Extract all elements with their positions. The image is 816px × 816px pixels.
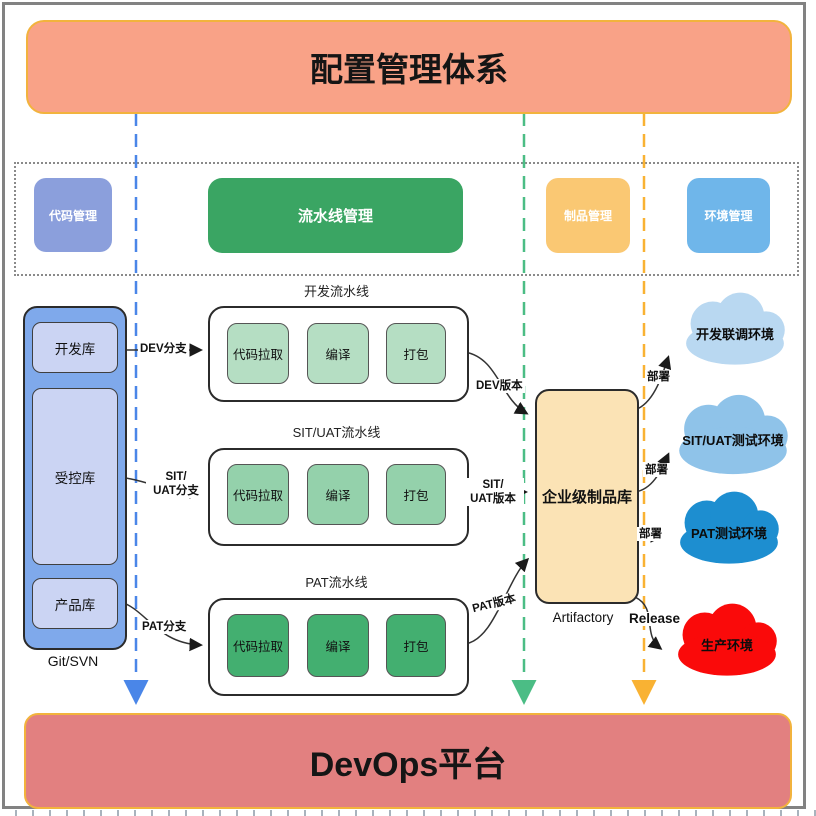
- band-item-label: 环境管理: [704, 209, 753, 223]
- pipeline-2-title: SIT/UAT流水线: [292, 425, 381, 440]
- step-label: 打包: [403, 640, 429, 654]
- label-dev-branch: DEV分支: [138, 342, 189, 356]
- repo-label: 受控库: [54, 470, 96, 486]
- pipeline-3-step-checkout: 代码拉取: [227, 614, 289, 677]
- env-cloud-situat: SIT/UAT测试环境: [663, 392, 803, 480]
- repo-label: 开发库: [54, 341, 96, 357]
- env-label: 生产环境: [700, 637, 753, 653]
- cloud-icon: [680, 491, 779, 564]
- band-item-code-mgmt: 代码管理: [34, 178, 112, 252]
- env-label: PAT测试环境: [690, 525, 768, 541]
- artifact-repo-caption: Artifactory: [552, 610, 614, 625]
- repo-group-caption: Git/SVN: [47, 653, 99, 669]
- label-deploy-pat: 部署: [637, 527, 664, 541]
- pipeline-1-step-checkout: 代码拉取: [227, 323, 289, 384]
- arrow-deploy-dev: [634, 355, 672, 411]
- pipeline-3-title: PAT流水线: [305, 575, 368, 590]
- pipeline-2-step-compile: 编译: [307, 464, 369, 525]
- cloud-icon: [679, 394, 788, 475]
- env-label: SIT/UAT测试环境: [682, 432, 784, 448]
- env-cloud-pat: PAT测试环境: [655, 489, 803, 569]
- step-label: 打包: [403, 348, 429, 362]
- top-banner-title: 配置管理体系: [310, 51, 508, 88]
- label-pat-branch: PAT分支: [140, 620, 189, 634]
- pipeline-1-title: 开发流水线: [303, 284, 369, 299]
- label-line: UAT分支: [153, 485, 199, 497]
- label-dev-version: DEV版本: [474, 379, 525, 393]
- step-label: 代码拉取: [232, 489, 283, 503]
- cloud-icon: [686, 292, 785, 365]
- env-label: 开发联调环境: [695, 326, 774, 342]
- band-item-env-mgmt: 环境管理: [687, 178, 770, 253]
- label-situat-version: SIT/ UAT版本: [462, 478, 524, 506]
- cloud-icon: [678, 603, 777, 676]
- env-cloud-production: 生产环境: [655, 601, 799, 681]
- env-cloud-dev: 开发联调环境: [670, 290, 800, 370]
- label-deploy-situat: 部署: [643, 463, 670, 477]
- step-label: 编译: [325, 348, 351, 362]
- repo-dev: 开发库: [32, 322, 118, 373]
- pipeline-3-step-package: 打包: [386, 614, 446, 677]
- repo-product: 产品库: [32, 578, 118, 629]
- pipeline-1-step-package: 打包: [386, 323, 446, 384]
- repo-label: 产品库: [54, 597, 96, 613]
- step-label: 代码拉取: [232, 640, 283, 654]
- step-label: 编译: [325, 640, 351, 654]
- label-line: SIT/: [482, 479, 504, 491]
- step-label: 编译: [325, 489, 351, 503]
- management-band: [14, 162, 799, 276]
- label-situat-branch: SIT/ UAT分支: [146, 470, 206, 498]
- band-item-pipeline-mgmt: 流水线管理: [208, 178, 463, 253]
- pipeline-2-step-package: 打包: [386, 464, 446, 525]
- band-item-label: 代码管理: [48, 208, 97, 223]
- page-edge-ticks: [0, 810, 816, 816]
- repo-controlled: 受控库: [32, 388, 118, 565]
- pipeline-2-step-checkout: 代码拉取: [227, 464, 289, 525]
- bottom-banner: DevOps平台: [24, 713, 792, 809]
- top-banner: 配置管理体系: [26, 20, 792, 114]
- label-line: UAT版本: [470, 493, 516, 505]
- artifact-repo-box: 企业级制品库: [535, 389, 639, 604]
- pipeline-1-step-compile: 编译: [307, 323, 369, 384]
- label-line: SIT/: [165, 471, 187, 483]
- band-item-artifact-mgmt: 制品管理: [546, 178, 630, 253]
- pipeline-3-step-compile: 编译: [307, 614, 369, 677]
- band-item-label: 制品管理: [563, 209, 612, 223]
- step-label: 打包: [403, 489, 429, 503]
- step-label: 代码拉取: [232, 348, 283, 362]
- arrow-deploy-situat: [634, 452, 670, 493]
- artifact-repo-label: 企业级制品库: [541, 489, 632, 506]
- label-deploy-dev: 部署: [645, 370, 672, 384]
- band-item-label: 流水线管理: [297, 208, 373, 225]
- label-release: Release: [627, 611, 683, 626]
- bottom-banner-title: DevOps平台: [309, 745, 507, 784]
